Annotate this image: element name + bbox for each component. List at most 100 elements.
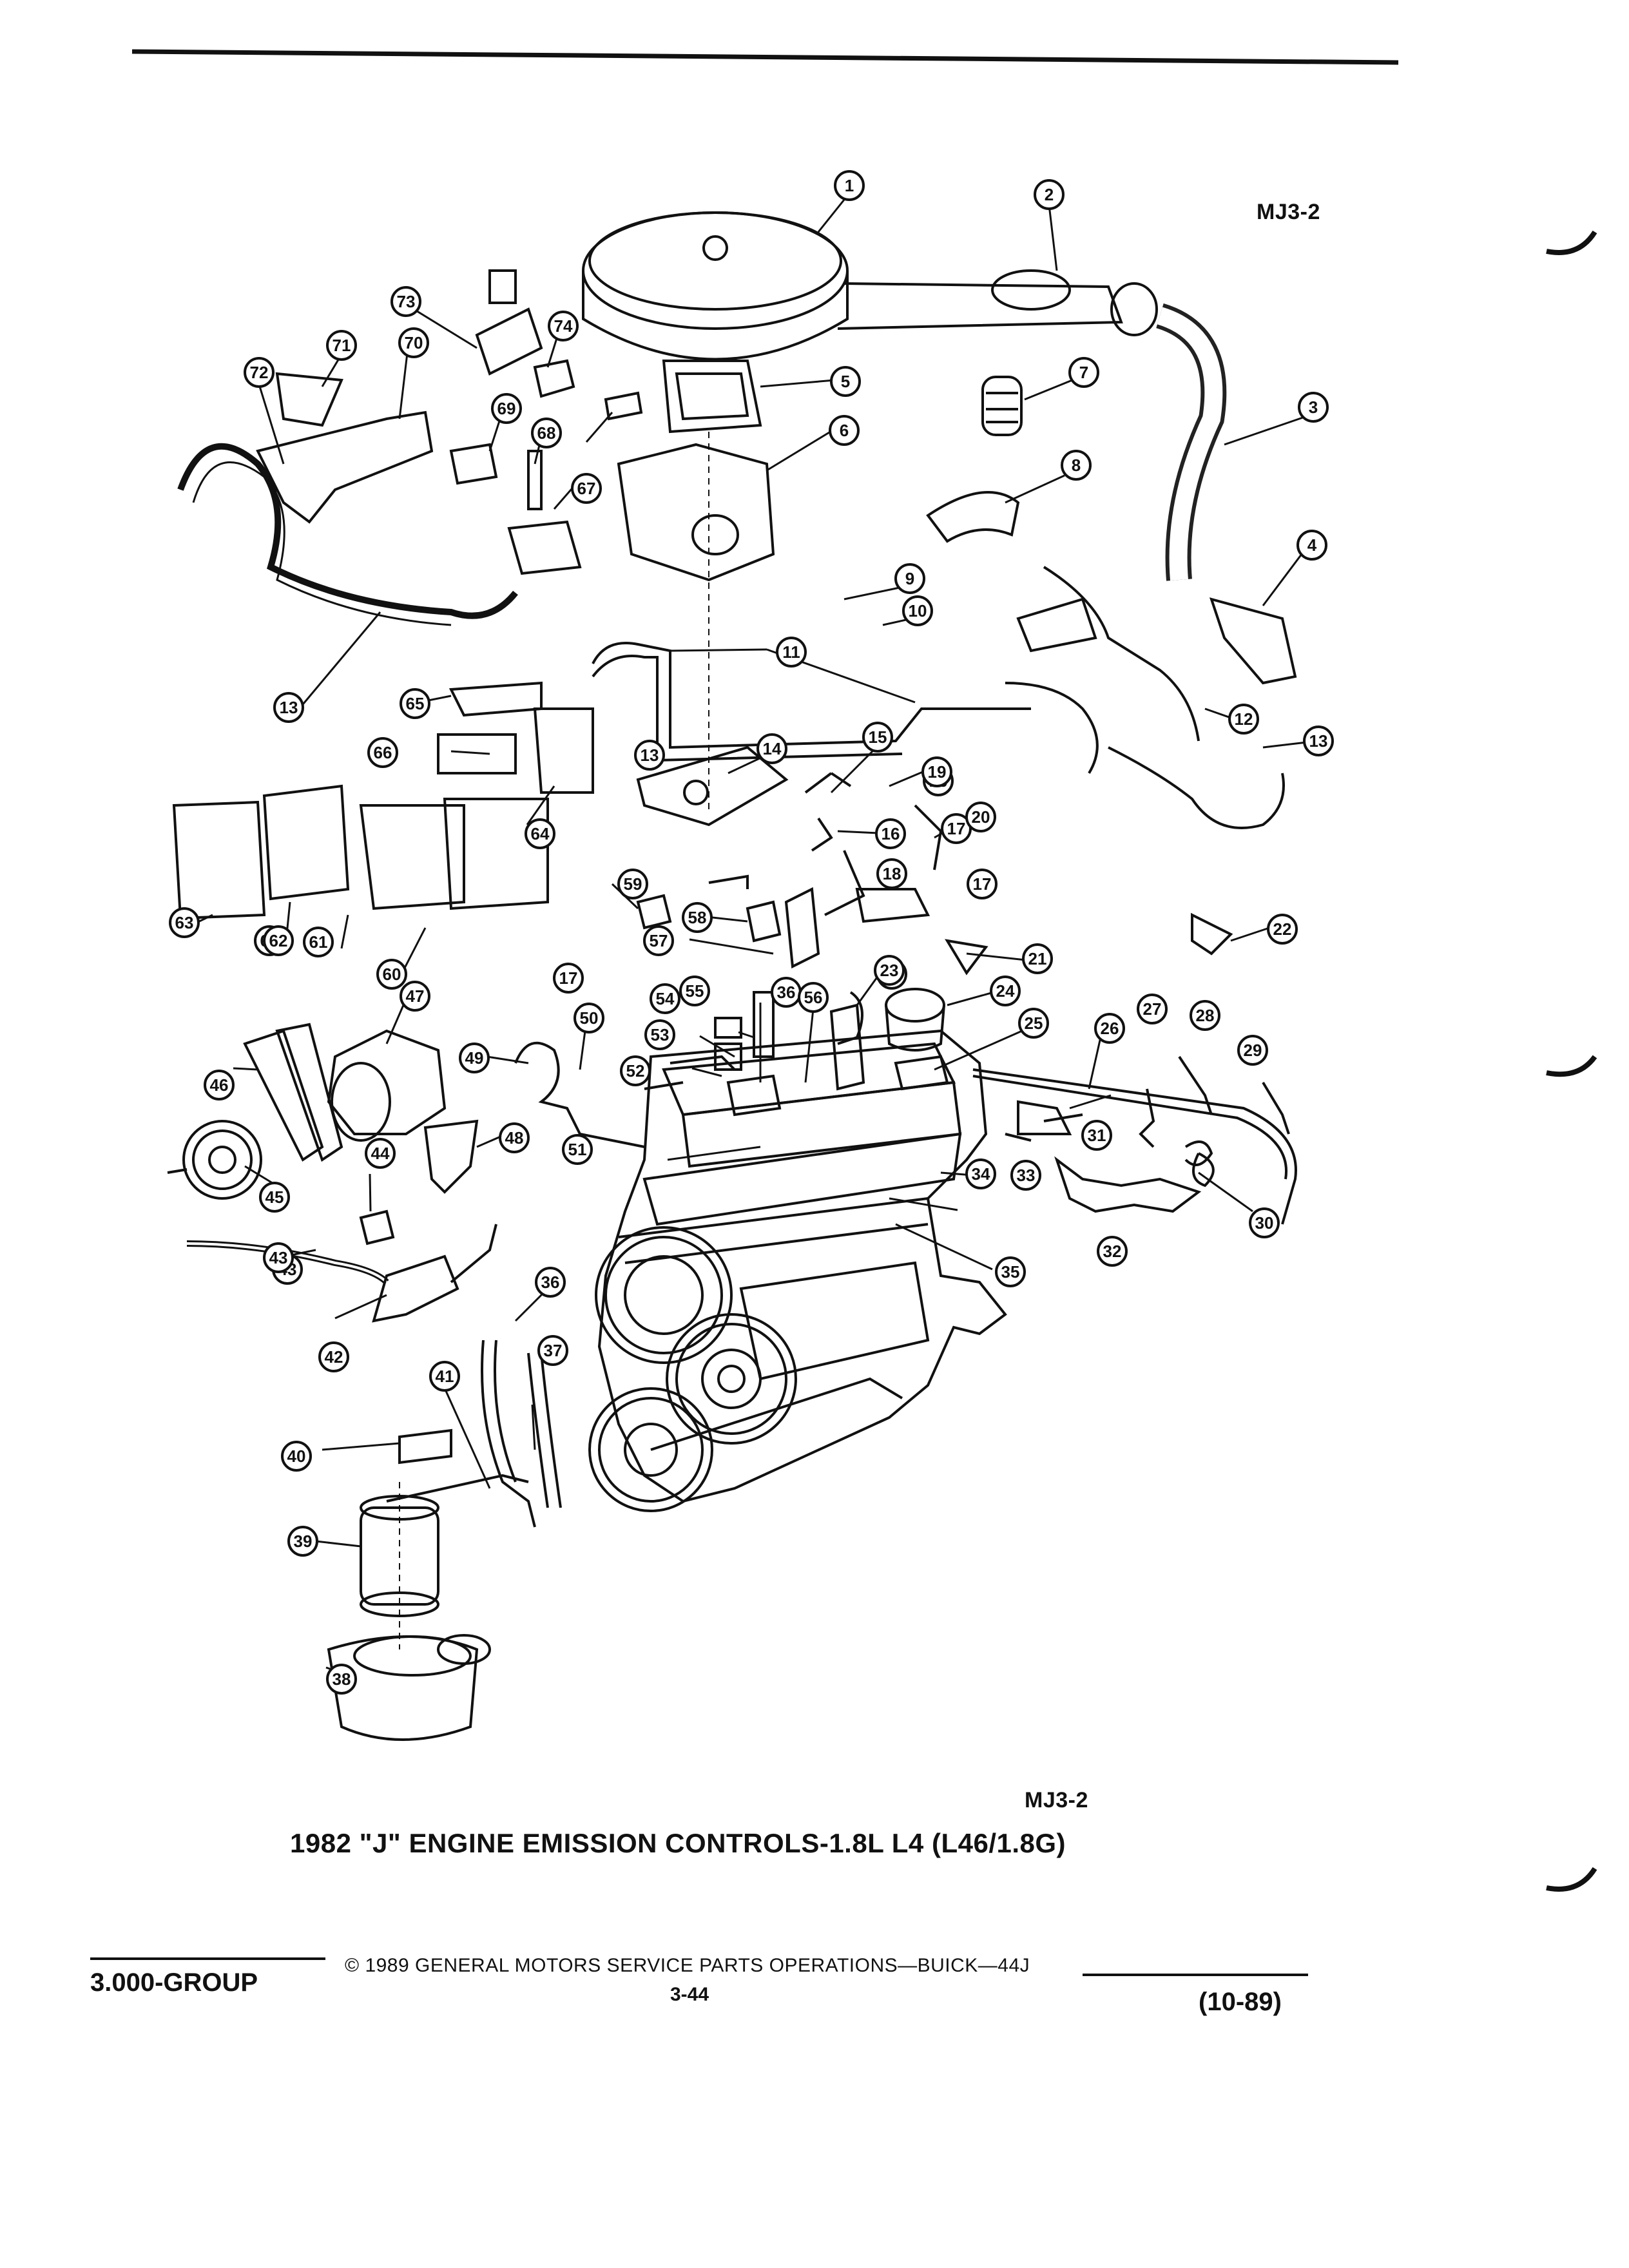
callout-32: 32 [1097,1236,1128,1267]
callout-circle [620,1055,651,1086]
callout-68: 68 [531,418,562,448]
callout-circle [400,688,430,719]
callout-13: 13 [1303,726,1334,756]
callout-circle [365,1138,396,1169]
callout-17: 17 [967,869,998,899]
callout-42: 42 [318,1341,349,1372]
callout-number: 74 [554,316,573,336]
callout-number: 3 [1309,398,1318,417]
callout-circle [921,756,952,787]
callout-circle [287,1526,318,1557]
callout-number: 19 [928,762,947,782]
callout-number: 18 [883,864,901,883]
callout-66: 66 [367,737,398,768]
callout-circle [679,975,710,1006]
callout-number: 13 [1309,731,1328,751]
callout-54: 54 [650,983,680,1014]
callout-circle [303,927,334,957]
callout-number: 17 [973,874,992,894]
callout-number: 29 [1244,1041,1262,1060]
callout-number: 12 [1235,709,1253,729]
callout-45: 45 [259,1182,290,1213]
callout-52: 52 [620,1055,651,1086]
callout-circle [1034,179,1065,210]
callout-21: 21 [1022,943,1053,974]
callout-number: 69 [497,399,516,418]
callout-circle [1061,450,1092,481]
callout-circle [204,1070,235,1100]
callout-circle [281,1441,312,1472]
callout-19: 19 [921,756,952,787]
callout-number: 53 [651,1025,670,1044]
callout-number: 56 [804,988,823,1007]
callout-circle [367,737,398,768]
callout-circle [326,1664,357,1695]
callout-number: 72 [250,363,269,382]
callout-31: 31 [1081,1120,1112,1151]
callout-number: 17 [559,968,578,988]
callout-circle [862,722,893,753]
callout-circle [875,818,906,849]
callout-number: 64 [531,824,550,843]
callout-5: 5 [830,366,861,397]
callout-group: 1234567891011121313131415161617171717181… [169,170,1334,1695]
callout-number: 52 [626,1061,645,1081]
figure-code-top: MJ3-2 [1257,200,1320,224]
callout-circle [995,1256,1026,1287]
figure-caption: 1982 "J" ENGINE EMISSION CONTROLS-1.8L L… [290,1828,1066,1858]
callout-20: 20 [965,802,996,832]
callout-circle [682,902,713,933]
callout-circle [830,366,861,397]
callout-73: 73 [390,286,421,317]
callout-number: 58 [688,908,707,927]
callout-circle [1094,1013,1125,1044]
callout-number: 14 [763,739,782,758]
callout-number: 28 [1196,1006,1215,1025]
callout-number: 13 [280,698,298,717]
callout-number: 47 [406,986,425,1006]
callout-44: 44 [365,1138,396,1169]
callout-circle [757,733,787,764]
callout-number: 39 [294,1532,313,1551]
callout-circle [531,418,562,448]
callout-number: 17 [947,819,966,838]
callout-number: 27 [1143,999,1162,1019]
callout-circle [537,1335,568,1366]
callout-53: 53 [644,1019,675,1050]
callout-17: 17 [553,963,584,994]
callout-circle [902,595,933,626]
callout-circle [1137,994,1168,1024]
callout-39: 39 [287,1526,318,1557]
callout-41: 41 [429,1361,460,1392]
callout-circle [574,1003,604,1033]
callout-number: 24 [996,981,1015,1001]
callout-number: 61 [309,932,328,952]
callout-46: 46 [204,1070,235,1100]
callout-56: 56 [798,982,829,1013]
callout-circle [644,1019,675,1050]
callout-49: 49 [459,1043,490,1073]
callout-number: 6 [840,421,849,440]
callout-number: 26 [1101,1019,1119,1038]
callout-number: 70 [405,333,423,352]
callout-number: 49 [465,1048,484,1068]
callout-number: 41 [436,1367,454,1386]
callout-circle [967,869,998,899]
callout-13: 13 [273,692,304,723]
callout-circle [776,637,807,668]
callout-16: 16 [875,818,906,849]
figure-code-caption: MJ3-2 [1025,1788,1088,1812]
callout-circle [1018,1008,1049,1039]
callout-number: 30 [1255,1213,1274,1233]
callout-number: 62 [269,931,288,950]
margin-mark [1546,230,1597,255]
callout-40: 40 [281,1441,312,1472]
callout-29: 29 [1237,1035,1268,1066]
callout-circle [1303,726,1334,756]
callout-2: 2 [1034,179,1065,210]
callout-60: 60 [376,959,407,990]
callout-circle [525,818,555,849]
callout-circle [535,1267,566,1298]
callout-circle [499,1122,530,1153]
